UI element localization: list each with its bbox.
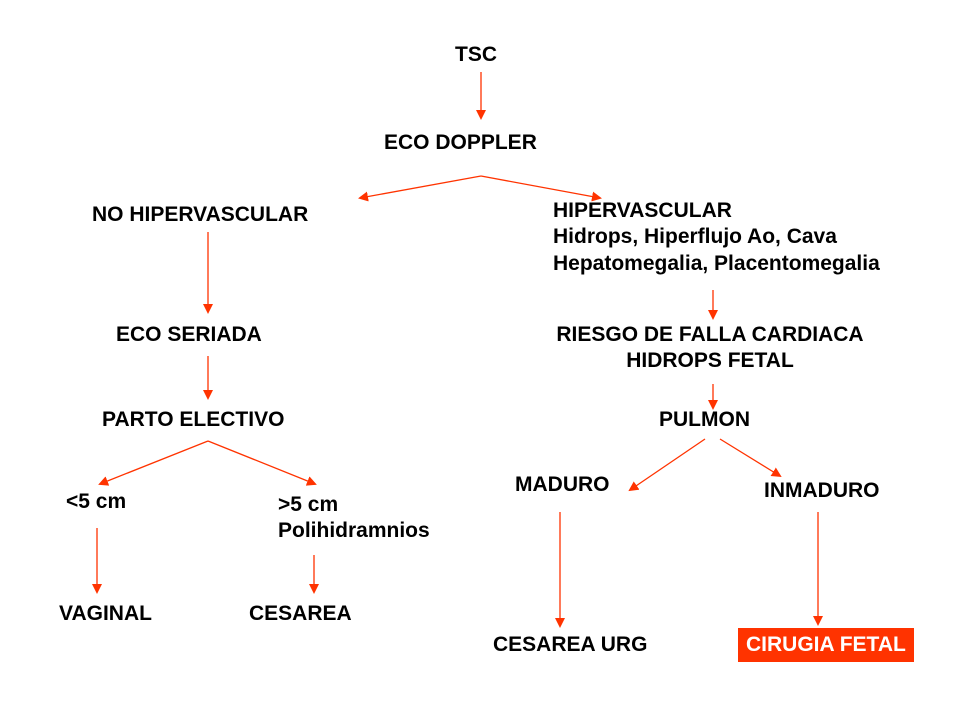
node-tsc: TSC (455, 43, 497, 66)
riesgo-line2: HIDROPS FETAL (626, 349, 794, 373)
hipervascular-line2: Hidrops, Hiperflujo Ao, Cava (553, 225, 837, 249)
node-menor-5cm: <5 cm (66, 490, 127, 513)
node-cesarea-urg: CESAREA URG (493, 633, 648, 656)
node-pulmon: PULMON (659, 408, 750, 431)
arrow-parto-to-mayor-5 (207, 440, 317, 486)
node-inmaduro: INMADURO (764, 479, 880, 502)
hipervascular-line3: Hepatomegalia, Placentomegalia (553, 251, 880, 275)
node-riesgo: RIESGO DE FALLA CARDIACA HIDROPS FETAL (510, 322, 910, 375)
node-parto-electivo: PARTO ELECTIVO (102, 408, 285, 431)
hipervascular-title: HIPERVASCULAR (553, 199, 732, 222)
mayor-5cm-line1: >5 cm (278, 493, 339, 516)
arrow-pulmon-to-maduro (628, 438, 706, 492)
node-no-hipervascular: NO HIPERVASCULAR (92, 203, 309, 226)
node-maduro: MADURO (515, 473, 610, 496)
node-vaginal: VAGINAL (59, 602, 152, 625)
mayor-5cm-line2: Polihidramnios (278, 519, 430, 543)
node-cirugia-fetal: CIRUGIA FETAL (738, 628, 914, 663)
node-cesarea: CESAREA (249, 602, 352, 625)
arrow-doppler-to-hipervascular (480, 175, 602, 202)
node-mayor-5cm: >5 cm Polihidramnios (278, 492, 430, 545)
riesgo-line1: RIESGO DE FALLA CARDIACA (556, 323, 864, 346)
node-eco-doppler: ECO DOPPLER (384, 131, 537, 154)
node-hipervascular: HIPERVASCULAR Hidrops, Hiperflujo Ao, Ca… (553, 198, 880, 277)
arrow-pulmon-to-inmaduro (719, 438, 782, 478)
node-eco-seriada: ECO SERIADA (116, 323, 262, 346)
arrow-doppler-to-no-hipervascular (358, 175, 482, 202)
arrow-parto-to-menor-5 (98, 440, 209, 486)
